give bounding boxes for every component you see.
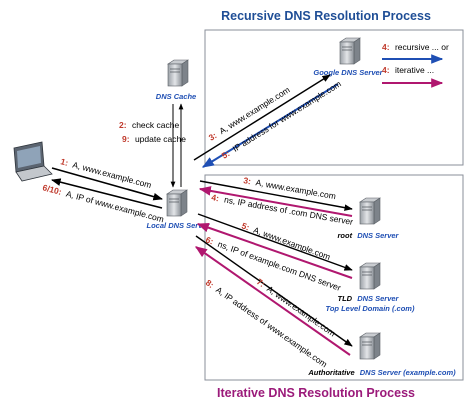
root-prefix: root [338, 231, 353, 240]
svg-text:2: check cache: 2: check cache [119, 120, 179, 130]
tld-answer-text: ns, IP of example.com DNS server [216, 239, 342, 293]
root-query-arrow [199, 180, 353, 211]
cache-step-9-text: update cache [135, 134, 186, 144]
recursive-answer-num: 5: [220, 148, 232, 161]
svg-text:Authoritative DNS Server (: Authoritative DNS Server (example.com) [307, 368, 456, 377]
local-dns-label: Local DNS Server [147, 221, 211, 230]
tld-dns-server-icon [359, 262, 381, 290]
svg-text:TLD DNS Server: TLD DNS Server [338, 294, 400, 303]
cache-step-9-num: 9: [122, 134, 130, 144]
client-answer-num: 6/10: [41, 182, 62, 197]
tld-answer-num: 6: [204, 234, 215, 246]
root-dns-label: DNS Server [357, 231, 399, 240]
auth-dns-server-icon [359, 332, 381, 360]
root-query-num: 3: [243, 175, 252, 186]
recursive-query-arrow [193, 74, 331, 161]
svg-text:9: update cache: 9: update cache [122, 134, 186, 144]
legend-iterative-text: iterative ... [395, 65, 434, 75]
legend-iterative-num: 4: [382, 65, 390, 75]
root-query-text: A, www.example.com [255, 177, 337, 201]
auth-dns-label: DNS Server (example.com) [360, 368, 456, 377]
tld-query-num: 5: [240, 220, 251, 232]
root-answer-arrow [198, 186, 353, 217]
google-dns-server-icon [339, 37, 361, 65]
recursive-answer-arrow [201, 83, 339, 168]
laptop-icon [13, 141, 53, 182]
dns-cache-label: DNS Cache [156, 92, 196, 101]
legend-recursive-text: recursive ... or [395, 42, 449, 52]
recursive-query-text: A, www.example.com [217, 85, 291, 137]
svg-text:6: ns, IP of example.com D: 6: ns, IP of example.com DNS server [204, 234, 342, 292]
auth-answer-num: 8: [204, 277, 216, 290]
cache-step-2-text: check cache [132, 120, 180, 130]
recursive-query-num: 3: [207, 130, 219, 143]
iterative-box [204, 174, 464, 381]
tld-subtitle: Top Level Domain (.com) [326, 304, 415, 313]
client-query-arrow [51, 167, 163, 201]
auth-answer-text: A, IP address of www.example.com [214, 285, 329, 370]
root-answer-num: 4: [211, 192, 220, 203]
client-answer-text: A, IP of www.example.com [65, 189, 165, 225]
local-dns-server-icon [166, 189, 188, 217]
root-dns-server-icon [359, 197, 381, 225]
recursive-box [204, 29, 464, 166]
auth-query-arrow [195, 235, 353, 347]
dns-cache-server-icon [167, 59, 189, 87]
svg-text:4: iterative ...: 4: iterative ... [382, 65, 434, 75]
iterative-title: Iterative DNS Resolution Process [217, 386, 415, 400]
tld-dns-label: DNS Server [357, 294, 399, 303]
google-dns-label: Google DNS Server [313, 68, 383, 77]
client-query-num: 1: [59, 156, 69, 168]
legend-recursive-num: 4: [382, 42, 390, 52]
tld-answer-arrow [196, 223, 353, 279]
recursive-title: Recursive DNS Resolution Process [221, 9, 431, 23]
svg-text:root DNS Server: root DNS Server [338, 231, 400, 240]
tld-query-arrow [197, 213, 353, 271]
tld-prefix: TLD [338, 294, 353, 303]
svg-text:4: recursive ... or: 4: recursive ... or [382, 42, 449, 52]
auth-prefix: Authoritative [307, 368, 354, 377]
cache-step-2-num: 2: [119, 120, 127, 130]
client-answer-arrow [51, 178, 163, 209]
auth-answer-arrow [195, 246, 351, 356]
